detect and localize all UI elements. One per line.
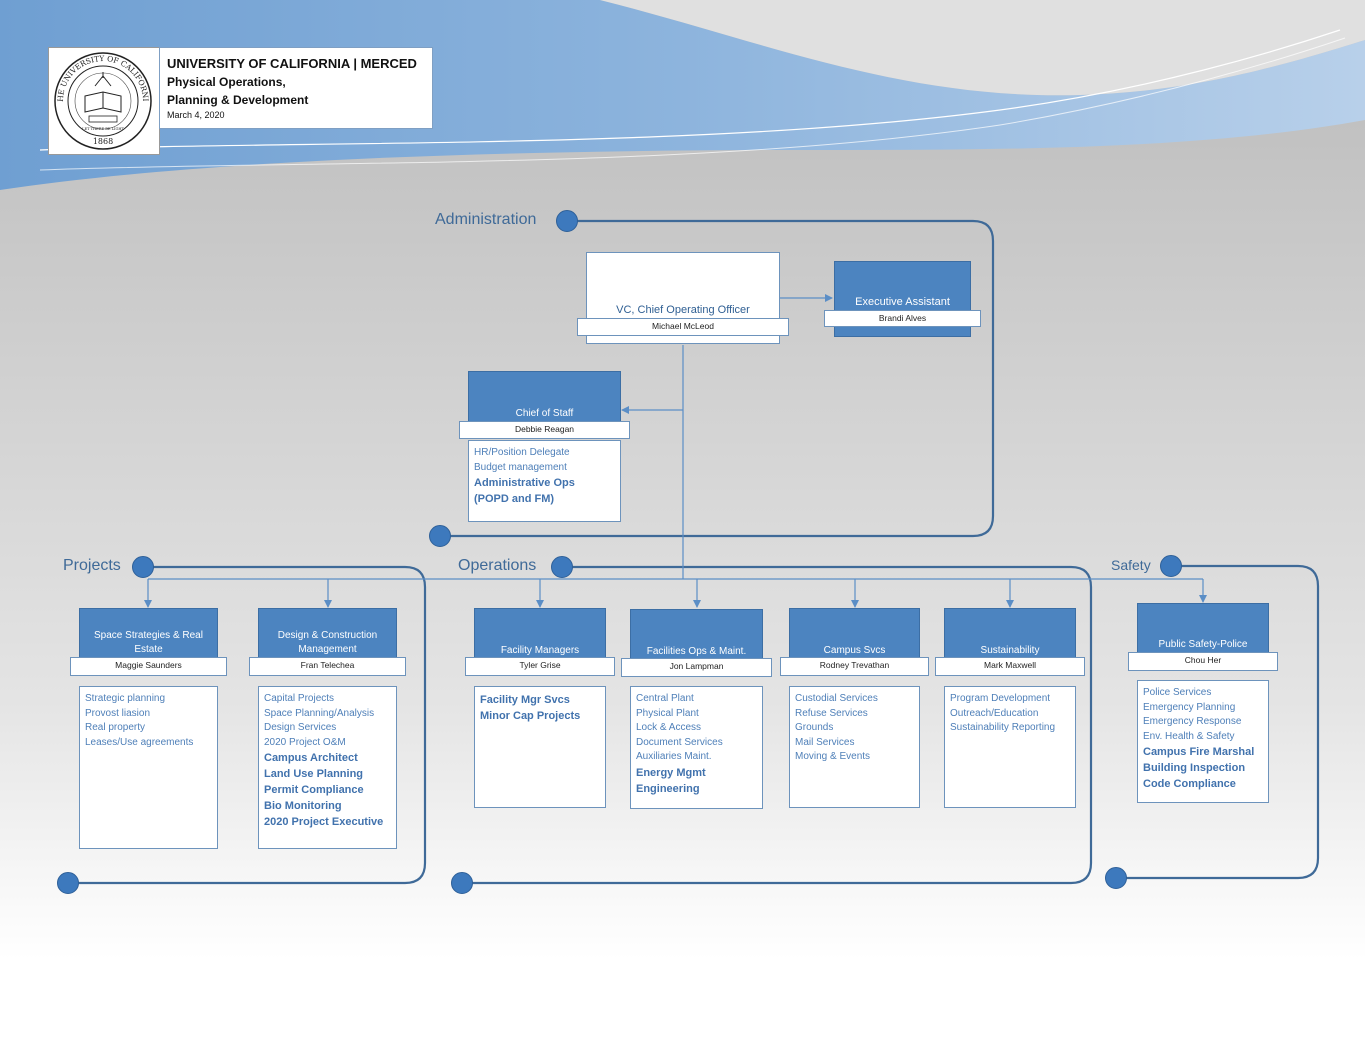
duty-item: Refuse Services — [795, 707, 868, 719]
duty-item: Leases/Use agreements — [85, 736, 194, 748]
operations-start-dot — [551, 556, 573, 578]
duty-item: Campus Architect — [264, 752, 358, 764]
duty-item: 2020 Project Executive — [264, 816, 384, 828]
duty-item: Campus Fire Marshal — [1143, 746, 1255, 758]
duty-item: 2020 Project O&M — [264, 736, 346, 748]
duty-item: Outreach/Education — [950, 707, 1039, 719]
duty-item: Program Development — [950, 693, 1051, 704]
operations-end-dot — [451, 872, 473, 894]
facilities-ops-duties: Central Plant Physical Plant Lock & Acce… — [630, 686, 763, 809]
position-title: Campus Svcs — [823, 645, 886, 656]
space-strategies-duties: Strategic planning Provost liasion Real … — [79, 686, 218, 849]
duty-item: Document Services — [636, 736, 723, 748]
position-title: Public Safety-Police — [1158, 639, 1248, 650]
department-line2: Planning & Development — [167, 93, 309, 107]
projects-bracket — [68, 565, 427, 885]
university-seal: THE UNIVERSITY OF CALIFORNIA 1868 LET TH… — [45, 41, 160, 155]
duty-item: Emergency Planning — [1143, 701, 1236, 713]
public-safety-duties: Police Services Emergency Planning Emerg… — [1137, 680, 1269, 803]
duty-item: Budget management — [474, 461, 567, 473]
coo-name: Michael McLeod — [577, 318, 789, 336]
duty-item: Custodial Services — [795, 693, 878, 704]
group-label-operations: Operations — [458, 557, 537, 574]
svg-text:1868: 1868 — [93, 137, 113, 146]
position-title: Design & Construction Management — [277, 630, 378, 655]
position-title: Executive Assistant — [855, 296, 950, 308]
duty-item: Physical Plant — [636, 707, 699, 719]
duty-item: Auxiliaries Maint. — [636, 751, 712, 762]
duty-item: Engineering — [636, 782, 700, 795]
duty-item: Code Compliance — [1143, 778, 1236, 790]
position-title: VC, Chief Operating Officer — [616, 304, 750, 316]
duty-item: Administrative Ops — [474, 477, 575, 489]
duty-item: (POPD and FM) — [474, 493, 555, 505]
facility-managers-duties: Facility Mgr Svcs Minor Cap Projects — [474, 686, 606, 808]
safety-end-dot — [1105, 867, 1127, 889]
duty-item: Permit Compliance — [264, 784, 364, 796]
duty-item: Capital Projects — [264, 693, 335, 704]
design-construction-duties: Capital Projects Space Planning/Analysis… — [258, 686, 397, 849]
department-line1: Physical Operations, — [167, 75, 286, 89]
duty-item: Mail Services — [795, 736, 855, 748]
public-safety-name: Chou Her — [1128, 652, 1278, 671]
duty-item: Grounds — [795, 722, 834, 733]
title-block: UNIVERSITY OF CALIFORNIA | MERCED Physic… — [159, 47, 433, 129]
facility-managers-name: Tyler Grise — [465, 657, 615, 676]
position-title: Facilities Ops & Maint. — [646, 646, 747, 657]
operations-bracket — [462, 565, 1093, 885]
duty-item: Provost liasion — [85, 707, 151, 719]
chart-date: March 4, 2020 — [167, 110, 225, 120]
duty-item: Emergency Response — [1143, 716, 1242, 727]
duty-item: HR/Position Delegate — [474, 447, 570, 458]
duty-item: Lock & Access — [636, 722, 702, 733]
design-construction-name: Fran Telechea — [249, 657, 406, 676]
safety-start-dot — [1160, 555, 1182, 577]
duty-item: Police Services — [1143, 687, 1212, 698]
duty-item: Design Services — [264, 722, 337, 733]
duty-item: Bio Monitoring — [264, 800, 342, 812]
duty-item: Sustainability Reporting — [950, 722, 1056, 733]
group-label-safety: Safety — [1111, 557, 1151, 573]
duty-item: Building Inspection — [1143, 762, 1246, 774]
duty-item: Space Planning/Analysis — [264, 707, 375, 719]
administration-start-dot — [556, 210, 578, 232]
sustainability-duties: Program Development Outreach/Education S… — [944, 686, 1076, 808]
position-title: Chief of Staff — [515, 408, 574, 419]
university-name: UNIVERSITY OF CALIFORNIA | MERCED — [167, 56, 417, 71]
duty-item: Central Plant — [636, 693, 694, 704]
space-strategies-name: Maggie Saunders — [70, 657, 227, 676]
projects-start-dot — [132, 556, 154, 578]
administration-end-dot — [429, 525, 451, 547]
duty-item: Strategic planning — [85, 693, 166, 704]
sustainability-name: Mark Maxwell — [935, 657, 1085, 676]
position-title: Sustainability — [980, 645, 1040, 656]
safety-bracket — [1116, 564, 1320, 880]
duty-item: Env. Health & Safety — [1143, 730, 1235, 742]
administration-bracket — [440, 219, 995, 538]
facilities-ops-name: Jon Lampman — [621, 658, 772, 677]
position-title: Facility Managers — [500, 645, 580, 656]
chief-of-staff-name: Debbie Reagan — [459, 421, 630, 439]
duty-item: Facility Mgr Svcs — [480, 694, 570, 706]
svg-text:LET THERE BE LIGHT: LET THERE BE LIGHT — [82, 127, 124, 131]
position-title: Space Strategies & Real Estate — [94, 630, 203, 655]
duty-item: Moving & Events — [795, 751, 871, 762]
exec-assistant-name: Brandi Alves — [824, 310, 981, 327]
duty-item: Energy Mgmt — [636, 766, 706, 779]
duty-item: Minor Cap Projects — [480, 710, 581, 722]
chief-of-staff-duties: HR/Position Delegate Budget management A… — [468, 440, 621, 522]
duty-item: Real property — [85, 722, 146, 733]
group-label-administration: Administration — [435, 211, 537, 228]
campus-svcs-name: Rodney Trevathan — [780, 657, 929, 676]
campus-svcs-duties: Custodial Services Refuse Services Groun… — [789, 686, 920, 808]
duty-item: Land Use Planning — [264, 768, 364, 780]
projects-end-dot — [57, 872, 79, 894]
group-label-projects: Projects — [63, 557, 121, 574]
